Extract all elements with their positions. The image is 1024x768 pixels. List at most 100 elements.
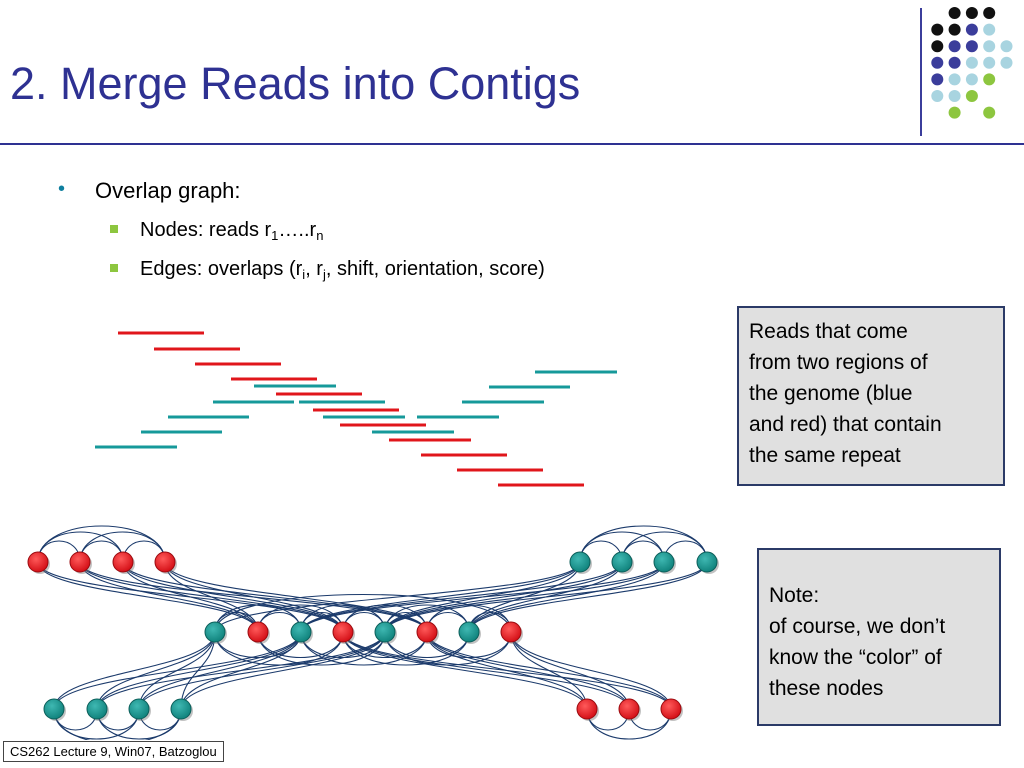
grid-dot: [965, 40, 978, 53]
overlap-edge: [257, 631, 386, 666]
subscript-j: j: [322, 267, 326, 282]
grid-dot: [965, 73, 978, 86]
grid-dot: [948, 106, 961, 119]
overlap-edge: [342, 631, 470, 666]
overlap-edge: [53, 631, 216, 710]
blue-read-node: [170, 698, 192, 720]
grid-dot: [931, 23, 944, 36]
box-line: the same repeat: [749, 444, 901, 467]
reads-diagram: [95, 331, 617, 487]
slide-title: 2. Merge Reads into Contigs: [10, 58, 581, 109]
blue-read-node: [204, 621, 226, 643]
overlap-edge: [384, 631, 512, 666]
subscript-i: i: [302, 267, 306, 282]
red-read-node: [500, 621, 522, 643]
overlap-edge: [300, 561, 665, 633]
square-bullet: [110, 225, 118, 233]
bullet-text: Overlap graph:: [95, 178, 241, 203]
bullet-edges-text: Edges: overlaps (ri, rj, shift, orientat…: [140, 258, 545, 282]
blue-read-node: [374, 621, 396, 643]
grid-dot: [1000, 56, 1013, 69]
overlap-edge: [122, 561, 344, 633]
nodes-text: Nodes: reads r: [140, 219, 272, 241]
red-read-node: [416, 621, 438, 643]
grid-dot: [948, 90, 961, 102]
overlap-edge: [300, 631, 386, 658]
grid-dot: [931, 40, 944, 53]
grid-dot: [983, 73, 996, 86]
overlap-edge: [180, 631, 216, 710]
overlap-edge: [53, 631, 302, 710]
blue-read-node: [653, 551, 675, 573]
blue-read-node: [290, 621, 312, 643]
grid-dot: [965, 23, 978, 36]
overlap-edge: [579, 525, 708, 563]
overlap-edge: [384, 604, 470, 633]
overlap-edge: [586, 708, 672, 740]
overlap-edge: [37, 561, 344, 633]
box-line: Reads that come: [749, 320, 908, 343]
red-read-node: [154, 551, 176, 573]
grid-dot: [948, 56, 961, 69]
red-read-node: [576, 698, 598, 720]
grid-dot: [948, 23, 961, 36]
overlap-edge: [384, 561, 708, 633]
overlap-edge: [180, 631, 386, 710]
overlap-edge: [164, 561, 428, 633]
overlap-edge: [384, 561, 623, 633]
footer-credit: CS262 Lecture 9, Win07, Batzoglou: [3, 741, 224, 762]
overlap-edge: [510, 631, 672, 710]
reads-explanation-box: Reads that come from two regions of the …: [737, 306, 1005, 486]
box-line: Note:: [769, 584, 820, 607]
overlap-graph-diagram: [27, 525, 719, 740]
overlap-edge: [96, 631, 216, 710]
overlap-edge: [468, 561, 708, 633]
overlap-edge: [510, 631, 630, 710]
overlap-edge: [342, 631, 630, 710]
red-read-node: [69, 551, 91, 573]
box-line: these nodes: [769, 677, 884, 700]
grid-dot: [948, 7, 961, 19]
box-line: know the “color” of: [769, 646, 942, 669]
overlap-edge: [257, 604, 344, 633]
overlap-edge: [37, 561, 259, 633]
overlap-edge: [426, 631, 512, 658]
grid-dot: [948, 40, 961, 53]
overlap-edge: [342, 631, 672, 710]
overlap-edge: [384, 561, 665, 633]
overlap-edge: [138, 631, 386, 710]
grid-dot: [983, 7, 996, 19]
overlap-edge: [214, 593, 512, 633]
red-read-node: [112, 551, 134, 573]
square-bullet: [110, 264, 118, 272]
blue-read-node: [696, 551, 718, 573]
grid-dot: [983, 40, 996, 53]
bullet-nodes-text: Nodes: reads r1…..rn: [140, 219, 323, 243]
bullet-dot: •: [58, 178, 66, 200]
red-read-node: [247, 621, 269, 643]
overlap-edge: [257, 631, 344, 658]
overlap-edge: [164, 561, 344, 633]
overlap-edge: [122, 561, 428, 633]
box-line: and red) that contain: [749, 413, 942, 436]
red-read-node: [332, 621, 354, 643]
overlap-edge: [53, 708, 182, 740]
grid-dot: [931, 73, 944, 86]
red-read-node: [618, 698, 640, 720]
overlap-edge: [342, 631, 428, 658]
blue-read-node: [611, 551, 633, 573]
overlap-edge: [138, 631, 302, 710]
edges-text-2: , r: [305, 258, 323, 280]
overlap-edge: [300, 604, 386, 633]
overlap-edge: [426, 631, 630, 710]
grid-dot: [965, 7, 978, 19]
edges-text-3: , shift, orientation, score): [325, 258, 545, 280]
title-rule: [0, 143, 1024, 145]
edges-text-1: Edges: overlaps (r: [140, 258, 303, 280]
overlap-edge: [96, 631, 302, 710]
overlap-edge: [300, 561, 581, 633]
overlap-edge: [300, 561, 623, 633]
overlap-edge: [426, 631, 672, 710]
box-line: of course, we don’t: [769, 615, 946, 638]
grid-dot: [965, 56, 978, 69]
